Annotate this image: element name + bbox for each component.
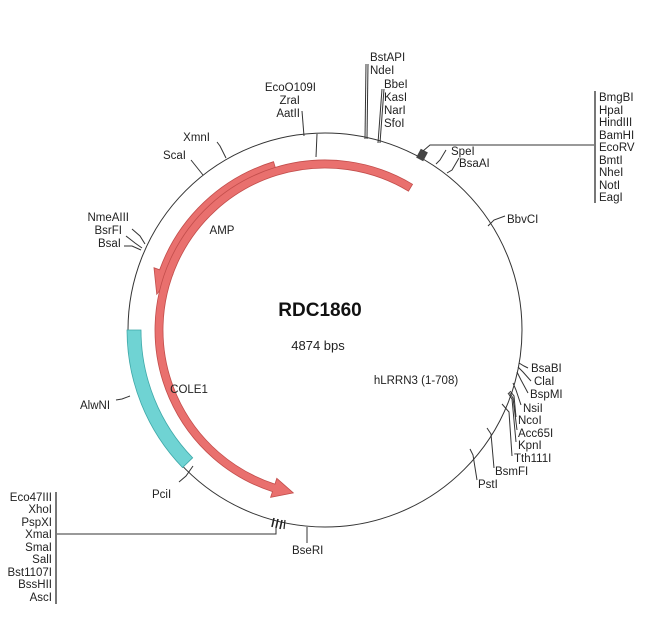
site-label: HindIII xyxy=(599,117,632,129)
site-label: EagI xyxy=(599,192,623,204)
site-label: PciI xyxy=(152,489,171,501)
site-group-right-lower: BsaBI ClaI BspMI NsiI NcoI Acc65I KpnI T… xyxy=(469,362,563,491)
site-label: BmtI xyxy=(599,155,623,167)
site-label: AlwNI xyxy=(80,400,110,412)
site-label: EcoO109I xyxy=(265,82,316,94)
site-label: BamHI xyxy=(599,130,634,142)
plasmid-name: RDC1860 xyxy=(278,300,361,321)
site-label: BbvCI xyxy=(507,214,538,226)
site-label: KasI xyxy=(384,92,407,104)
site-label: BssHII xyxy=(18,579,52,591)
site-group-left: PciI AlwNI NmeAIII BsrFI BsaI ScaI XmnI xyxy=(80,132,227,501)
site-label: NdeI xyxy=(370,65,394,77)
site-label: BsrFI xyxy=(95,225,122,237)
site-label: ScaI xyxy=(163,150,186,162)
site-label: BstAPI xyxy=(370,52,405,64)
site-label: SmaI xyxy=(25,542,52,554)
site-label: XmaI xyxy=(25,529,52,541)
site-label: BmgBI xyxy=(599,92,634,104)
site-group-top-left: EcoO109I ZraI AatII xyxy=(265,82,318,158)
site-label: BsaI xyxy=(98,238,121,250)
mcs-right-group: BmgBI HpaI HindIII BamHI EcoRV BmtI NheI… xyxy=(416,91,635,204)
site-label: BbeI xyxy=(384,79,408,91)
site-label: KpnI xyxy=(518,440,542,452)
site-label: Tth111I xyxy=(514,453,551,465)
site-label: EcoRV xyxy=(599,142,635,154)
site-label: NsiI xyxy=(523,403,543,415)
site-label: ClaI xyxy=(534,376,554,388)
plasmid-backbone xyxy=(127,132,523,528)
site-label: NarI xyxy=(384,105,406,117)
site-label: SalI xyxy=(32,554,52,566)
site-label: PstI xyxy=(478,479,498,491)
site-label: HpaI xyxy=(599,105,623,117)
hlrrn3-label: hLRRN3 (1-708) xyxy=(374,375,459,387)
amp-label: AMP xyxy=(210,225,235,237)
site-label: NcoI xyxy=(518,415,542,427)
site-group-right-upper: SpeI BsaAI BbvCI xyxy=(435,146,538,227)
cole1-label: COLE1 xyxy=(170,384,208,396)
site-label: BseRI xyxy=(292,545,323,557)
plasmid-size: 4874 bps xyxy=(291,338,345,353)
site-label: NotI xyxy=(599,180,620,192)
site-label: PspXI xyxy=(21,517,52,529)
mcs-left-group: Eco47III XhoI PspXI XmaI SmaI SalI Bst11… xyxy=(7,492,286,604)
site-label: Acc65I xyxy=(518,428,553,440)
site-group-bottom: BseRI xyxy=(292,527,323,557)
cole1-origin-feature[interactable] xyxy=(126,329,194,469)
site-label: BspMI xyxy=(530,389,563,401)
site-label: BsaBI xyxy=(531,363,562,375)
site-label: ZraI xyxy=(280,95,300,107)
site-label: SfoI xyxy=(384,118,404,130)
site-label: Eco47III xyxy=(10,492,52,504)
mcs-right-marker xyxy=(416,148,428,162)
site-label: AatII xyxy=(276,108,300,120)
site-label: BsmFI xyxy=(495,466,528,478)
site-label: NmeAIII xyxy=(87,212,129,224)
hlrrn3-gene-arrow[interactable] xyxy=(154,159,414,498)
site-label: XhoI xyxy=(28,504,52,516)
site-group-top-center: BstAPI NdeI BbeI KasI NarI SfoI xyxy=(364,52,408,144)
site-label: SpeI xyxy=(451,146,475,158)
site-label: AscI xyxy=(30,592,52,604)
site-label: BsaAI xyxy=(459,158,490,170)
site-label: NheI xyxy=(599,167,623,179)
site-label: XmnI xyxy=(183,132,210,144)
site-label: Bst1107I xyxy=(7,567,52,579)
